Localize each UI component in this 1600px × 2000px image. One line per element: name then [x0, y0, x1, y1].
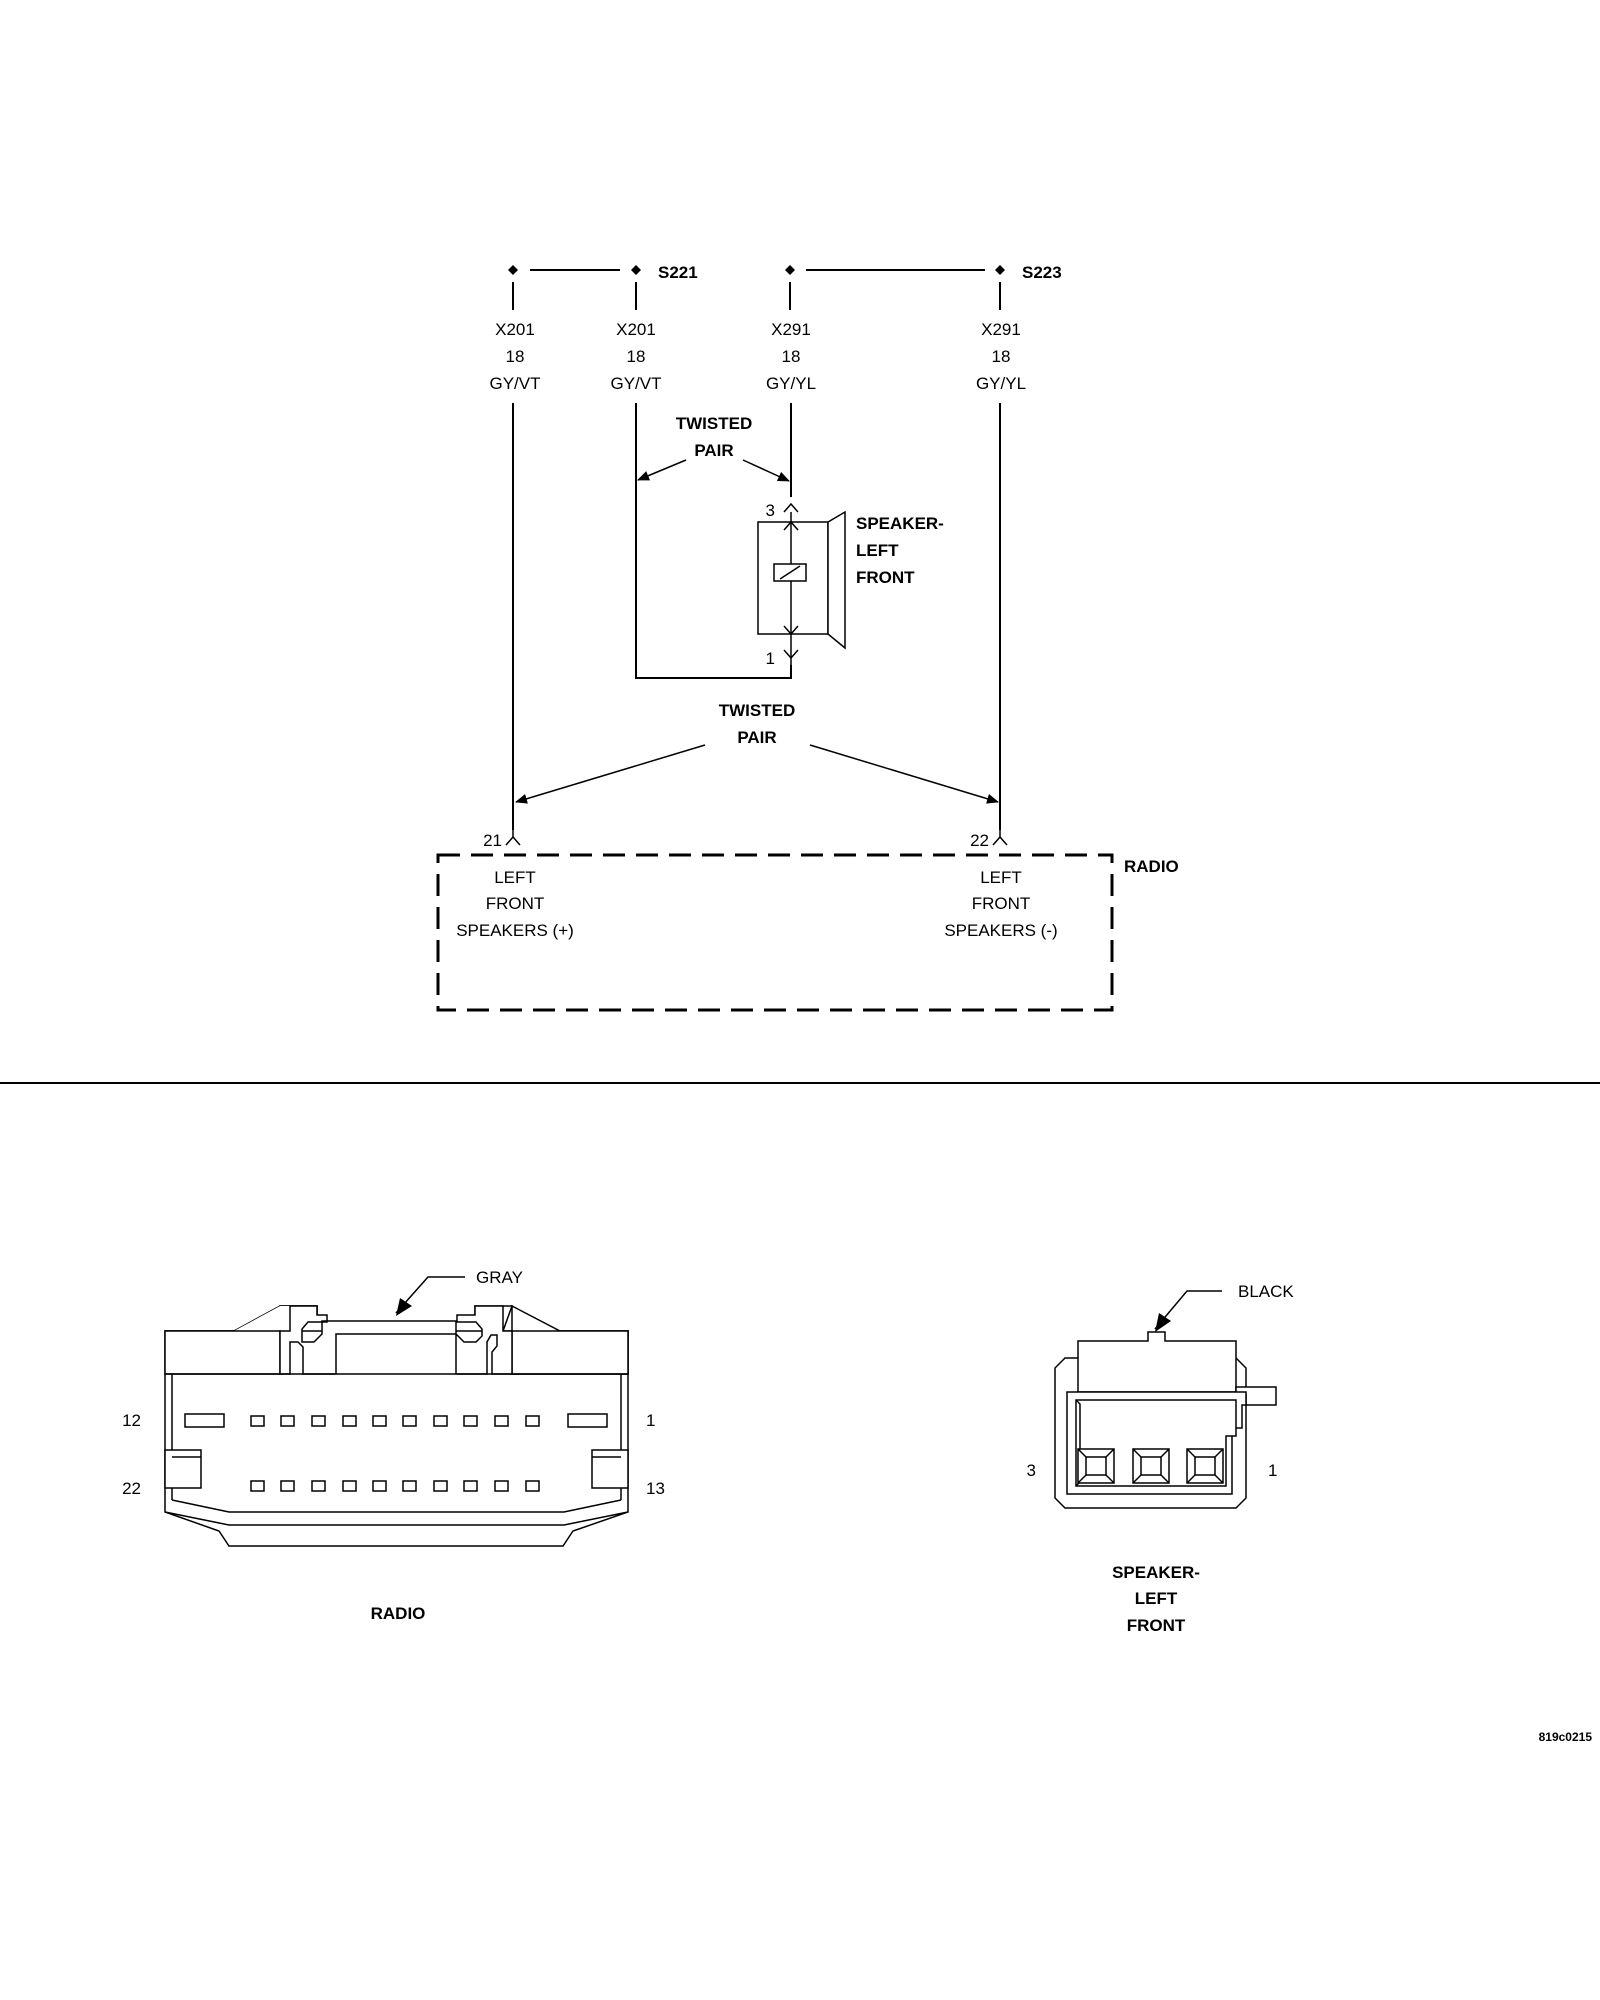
twisted-pair-arrow-right [809, 744, 999, 804]
wire-color: GY/YL [766, 374, 816, 393]
twisted-pair-label-line2: PAIR [737, 728, 776, 747]
speaker-pin-3-terminal [783, 502, 799, 513]
speaker-connector-title-line3: FRONT [1127, 1616, 1186, 1635]
radio-right-func-line2: FRONT [972, 894, 1031, 913]
speaker-connector-title-line2: LEFT [1135, 1589, 1178, 1608]
radio-left-func-line1: LEFT [494, 868, 536, 887]
speaker-connector-pin-3: 3 [1027, 1461, 1036, 1480]
wires [512, 403, 1001, 830]
wire-label-4: X291 18 GY/YL [976, 320, 1026, 393]
wire-gauge: 18 [506, 347, 525, 366]
radio-right-function: LEFT FRONT SPEAKERS (-) [944, 868, 1057, 940]
speaker-connector-color: BLACK [1238, 1282, 1294, 1301]
twisted-pair-label-line1: TWISTED [676, 414, 753, 433]
radio-pin-22-terminal [992, 835, 1008, 846]
gray-callout-leader [395, 1276, 465, 1314]
radio-left-func-line2: FRONT [486, 894, 545, 913]
radio-cavity-row-bottom [250, 1480, 540, 1492]
radio-pin-21: 21 [483, 831, 502, 850]
wire-circuit: X201 [616, 320, 656, 339]
wire-label-2: X201 18 GY/VT [610, 320, 661, 393]
radio-pin-22: 22 [970, 831, 989, 850]
speaker-connector-title-line1: SPEAKER- [1112, 1563, 1200, 1582]
twisted-pair-arrow-left [515, 744, 706, 804]
radio-label: RADIO [1124, 857, 1179, 876]
speaker-terminal [1132, 1448, 1170, 1484]
wire-circuit: X291 [771, 320, 811, 339]
splice-s221: S221 [508, 263, 698, 310]
radio-connector-title: RADIO [371, 1604, 426, 1623]
speaker-label-line1: SPEAKER- [856, 514, 944, 533]
twisted-pair-label-line2: PAIR [694, 441, 733, 460]
speaker-connector: BLACK [1027, 1282, 1295, 1635]
twisted-pair-arrow-left [637, 459, 687, 481]
splice-s223: S223 [785, 263, 1062, 310]
radio-right-func-line3: SPEAKERS (-) [944, 921, 1057, 940]
speaker-connector-pin-1: 1 [1268, 1461, 1277, 1480]
speaker-symbol: 3 1 SPEAKER- LEFT FRONT [757, 501, 944, 668]
twisted-pair-lower: TWISTED PAIR [515, 701, 999, 804]
radio-module: 21 22 RADIO LEFT FRONT SPEAKERS (+) LEFT… [436, 830, 1179, 1012]
wire-x201-inner [635, 403, 792, 679]
speaker-pin-3: 3 [766, 501, 775, 520]
speaker-pin-1-terminal [783, 649, 799, 660]
splice-s221-label: S221 [658, 263, 698, 282]
wire-circuit: X291 [981, 320, 1021, 339]
radio-connector: GRAY [122, 1268, 665, 1623]
speaker-cone [827, 510, 846, 650]
radio-outline [436, 853, 1114, 1012]
radio-right-func-line1: LEFT [980, 868, 1022, 887]
wire-label-3: X291 18 GY/YL [766, 320, 816, 393]
wire-color: GY/VT [610, 374, 661, 393]
radio-left-func-line3: SPEAKERS (+) [456, 921, 574, 940]
wire-color: GY/VT [489, 374, 540, 393]
radio-connector-housing [164, 1330, 629, 1547]
wire-gauge: 18 [992, 347, 1011, 366]
radio-left-function: LEFT FRONT SPEAKERS (+) [456, 868, 574, 940]
radio-connector-latch [279, 1305, 513, 1375]
radio-pin-21-terminal [505, 835, 521, 846]
speaker-terminal [1077, 1448, 1115, 1484]
speaker-label-line3: FRONT [856, 568, 915, 587]
speaker-connector-title: SPEAKER- LEFT FRONT [1112, 1563, 1200, 1635]
radio-connector-color: GRAY [476, 1268, 523, 1287]
wire-circuit: X201 [495, 320, 535, 339]
wire-gauge: 18 [627, 347, 646, 366]
radio-connector-pin-13: 13 [646, 1479, 665, 1498]
twisted-pair-label-line1: TWISTED [719, 701, 796, 720]
wire-color: GY/YL [976, 374, 1026, 393]
radio-connector-pin-22: 22 [122, 1479, 141, 1498]
speaker-label-line2: LEFT [856, 541, 899, 560]
splice-s223-label: S223 [1022, 263, 1062, 282]
twisted-pair-upper: TWISTED PAIR [637, 414, 790, 482]
radio-cavity [567, 1413, 608, 1428]
twisted-pair-arrow-right [742, 459, 790, 482]
wire-gauge: 18 [782, 347, 801, 366]
speaker-pin-1: 1 [766, 649, 775, 668]
figure-id: 819c0215 [1539, 1730, 1593, 1744]
radio-cavity [184, 1413, 225, 1428]
radio-cavity-row-top [250, 1415, 540, 1427]
wire-label-1: X201 18 GY/VT [489, 320, 540, 393]
black-callout-leader [1154, 1290, 1222, 1330]
radio-connector-pin-1: 1 [646, 1411, 655, 1430]
speaker-terminal [1186, 1448, 1224, 1484]
radio-connector-pin-12: 12 [122, 1411, 141, 1430]
